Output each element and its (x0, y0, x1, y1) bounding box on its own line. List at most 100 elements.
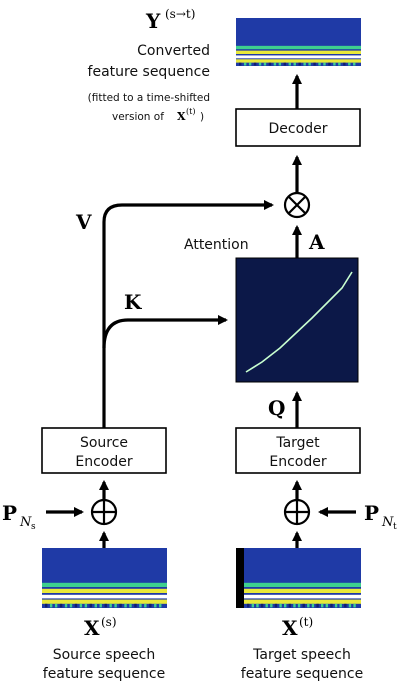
spectrogram-band (244, 599, 361, 604)
spectrogram-speckle (293, 62, 296, 66)
output-note-line2: version of X (t) ) (112, 107, 204, 123)
target-spectrogram-bands (244, 582, 361, 608)
spectrogram-speckle (256, 603, 259, 608)
target-positional-label: P N t (364, 501, 397, 532)
target-positional-sub: N (381, 515, 394, 530)
spectrogram-speckle (353, 603, 356, 608)
target-positional-subsub: t (393, 522, 397, 532)
spectrogram-speckle (348, 62, 351, 66)
spectrogram-speckle (258, 62, 262, 66)
spectrogram-speckle (248, 62, 252, 66)
output-spectrogram-bands (236, 45, 361, 66)
spectrogram-band (42, 599, 167, 604)
spectrogram-speckle (89, 603, 93, 608)
output-note-superscript: (t) (186, 107, 195, 116)
spectrogram-speckle (129, 603, 132, 608)
source-encoder-line1: Source (80, 435, 128, 451)
source-input-symbol: X (84, 616, 100, 640)
spectrogram-speckle (302, 603, 305, 608)
spectrogram-speckle (348, 603, 352, 608)
target-input-caption-line2: feature sequence (241, 666, 363, 682)
source-positional-symbol: P (2, 501, 17, 525)
spectrogram-speckle (279, 603, 282, 608)
arrow-k-to-attention (102, 314, 229, 349)
spectrogram-speckle (49, 603, 53, 608)
spectrogram-speckle (243, 62, 247, 66)
output-superscript: (s→t) (165, 7, 195, 21)
spectrogram-speckle (303, 62, 306, 66)
spectrogram-band (236, 45, 361, 50)
spectrogram-band (42, 582, 167, 587)
target-input-caption-line1: Target speech (252, 647, 351, 663)
spectrogram-speckle (333, 62, 336, 66)
output-note-line1: (fitted to a time-shifted (88, 92, 210, 104)
spectrogram-speckle (313, 62, 316, 66)
source-spectrogram (42, 548, 167, 608)
output-caption-line2: feature sequence (88, 64, 210, 80)
symbol-a: A (308, 230, 325, 254)
spectrogram-band (236, 55, 361, 59)
spectrogram-speckle (344, 603, 347, 608)
spectrogram-speckle (144, 603, 147, 608)
spectrogram-speckle (124, 603, 127, 608)
spectrogram-speckle (74, 603, 78, 608)
attention-label: Attention (184, 237, 249, 253)
source-add-operator-icon (90, 498, 118, 526)
spectrogram-speckle (64, 603, 68, 608)
spectrogram-speckle (353, 62, 356, 66)
source-input-superscript: (s) (101, 615, 117, 629)
target-input-symbol: X (282, 616, 298, 640)
spectrogram-band (42, 588, 167, 593)
spectrogram-speckle (114, 603, 117, 608)
output-caption-line1: Converted (137, 43, 210, 59)
output-spectrogram-bg (236, 18, 361, 66)
spectrogram-speckle (330, 603, 333, 608)
spectrogram-band (244, 582, 361, 587)
spectrogram-speckle (268, 62, 272, 66)
spectrogram-band (244, 588, 361, 593)
spectrogram-speckle (307, 603, 310, 608)
spectrogram-speckle (298, 62, 301, 66)
spectrogram-speckle (149, 603, 152, 608)
target-add-operator-icon (283, 498, 311, 526)
source-input-caption-line2: feature sequence (43, 666, 165, 682)
spectrogram-speckle (247, 603, 250, 608)
spectrogram-speckle (239, 62, 242, 66)
spectrogram-speckle (104, 603, 107, 608)
spectrogram-speckle (69, 603, 73, 608)
spectrogram-speckle (251, 603, 255, 608)
target-input-superscript: (t) (299, 615, 313, 629)
spectrogram-speckle (59, 603, 63, 608)
spectrogram-speckle (99, 603, 102, 608)
spectrogram-speckle (278, 62, 282, 66)
target-spectrogram (236, 548, 361, 608)
source-input-caption-line1: Source speech (53, 647, 156, 663)
spectrogram-speckle (288, 62, 291, 66)
spectrogram-band (244, 594, 361, 599)
target-positional-symbol: P (364, 501, 379, 525)
spectrogram-speckle (311, 603, 315, 608)
spectrogram-speckle (159, 603, 162, 608)
output-spectrogram (236, 18, 361, 66)
spectrogram-speckle (253, 62, 257, 66)
target-encoder-box (235, 427, 361, 474)
spectrogram-speckle (94, 603, 97, 608)
symbol-k: K (124, 290, 142, 314)
spectrogram-speckle (297, 603, 301, 608)
arrow-v-to-product (102, 199, 275, 428)
target-spectrogram-bg (244, 548, 361, 608)
target-encoder-line2: Encoder (269, 454, 326, 470)
spectrogram-speckle (288, 603, 292, 608)
spectrogram-band (236, 50, 361, 54)
decoder-label: Decoder (269, 121, 328, 137)
spectrogram-speckle (265, 603, 268, 608)
spectrogram-speckle (316, 603, 319, 608)
spectrogram-speckle (119, 603, 122, 608)
source-positional-sub: N (19, 515, 32, 530)
symbol-q: Q (268, 396, 285, 420)
spectrogram-band (42, 594, 167, 599)
source-spectrogram-bands (42, 582, 167, 608)
spectrogram-speckle (328, 62, 331, 66)
spectrogram-speckle (54, 603, 58, 608)
spectrogram-speckle (308, 62, 311, 66)
